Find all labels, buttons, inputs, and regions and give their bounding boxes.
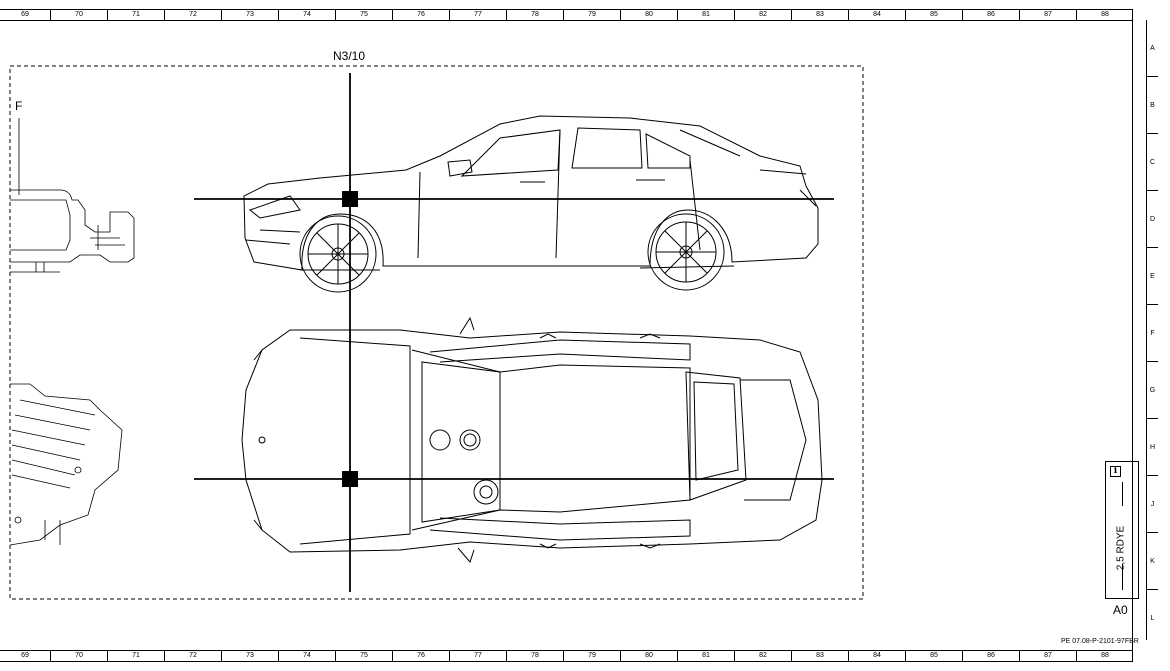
frame-right-edge [1132, 9, 1133, 662]
ruler-column-label: 70 [50, 651, 107, 661]
ruler-column-label: 80 [620, 10, 677, 20]
ruler-column-label: 74 [278, 651, 335, 661]
car-top-view [241, 316, 823, 563]
ruler-row-label: J [1147, 476, 1158, 533]
ruler-column-label: 77 [449, 651, 506, 661]
ruler-row-label: H [1147, 419, 1158, 476]
component-label: N3/10 [333, 49, 366, 63]
location-marker-icon [342, 191, 358, 207]
wire-line-bottom [1122, 564, 1123, 590]
car-side-view [243, 115, 819, 293]
ruler-row-label: A [1147, 20, 1158, 77]
wire-label-container: 2,5 RDYE [1111, 502, 1131, 594]
ruler-column-label: 80 [620, 651, 677, 661]
ruler-row-label: L [1150, 615, 1155, 622]
document-id: PE 07.08-P-2101-97FBR [1061, 638, 1139, 645]
ruler-column-label: 73 [221, 10, 278, 20]
wire-label: 2,5 RDYE [1115, 525, 1127, 571]
ruler-column-label: 87 [1019, 10, 1076, 20]
ruler-column-label: 79 [563, 10, 620, 20]
ruler-column-label: 72 [164, 651, 221, 661]
ruler-column-label: 78 [506, 651, 563, 661]
ruler-row-label: F [1147, 305, 1158, 362]
ruler-column-label: 70 [50, 10, 107, 20]
ruler-column-label: 87 [1019, 651, 1076, 661]
location-marker-icon [342, 471, 358, 487]
ruler-column-label: 75 [335, 651, 392, 661]
ruler-column-label: 72 [164, 10, 221, 20]
ruler-row-label: E [1147, 248, 1158, 305]
drawing-area-frame [9, 65, 864, 600]
ruler-column-label: 83 [791, 651, 848, 661]
ruler-column-label: 75 [335, 10, 392, 20]
ecu-partial-bottom [9, 383, 123, 546]
ruler-column-label: 86 [962, 10, 1019, 20]
ecu-partial-top [10, 118, 135, 273]
ruler-column-label: 83 [791, 10, 848, 20]
ruler-column-label: 82 [734, 651, 791, 661]
ruler-column-label: 81 [677, 10, 734, 20]
ruler-row-label: C [1147, 134, 1158, 191]
ruler-column-label: 84 [848, 10, 905, 20]
ruler-row-label: D [1147, 191, 1158, 248]
wire-line-top [1122, 482, 1123, 506]
ruler-column-label: 88 [1076, 651, 1133, 661]
ruler-column-label: 77 [449, 10, 506, 20]
ruler-row-label: K [1147, 533, 1158, 590]
connector-label: A0 [1113, 603, 1128, 617]
ruler-column-label: 69 [21, 11, 29, 18]
ruler-column-label: 88 [1076, 10, 1133, 20]
ruler-column-label: 85 [905, 651, 962, 661]
location-crosshair [194, 73, 834, 592]
ruler-column-label: 79 [563, 651, 620, 661]
left-reference-label: F [15, 99, 23, 113]
ruler-column-label: 82 [734, 10, 791, 20]
ruler-column-label: 76 [392, 10, 449, 20]
wire-legend-box: i 2,5 RDYE [1105, 461, 1139, 599]
ruler-column-label: 78 [506, 10, 563, 20]
ruler-row-label: G [1147, 362, 1158, 419]
ruler-column-label: 86 [962, 651, 1019, 661]
ruler-column-label: 81 [677, 651, 734, 661]
ruler-column-label: 74 [278, 10, 335, 20]
ruler-column-label: 69 [21, 652, 29, 659]
ruler-column-label: 71 [107, 10, 164, 20]
info-icon[interactable]: i [1110, 466, 1121, 477]
ruler-column-label: 85 [905, 10, 962, 20]
ruler-row-label: B [1147, 77, 1158, 134]
ruler-column-label: 73 [221, 651, 278, 661]
ruler-column-label: 76 [392, 651, 449, 661]
ruler-column-label: 84 [848, 651, 905, 661]
ruler-column-label: 71 [107, 651, 164, 661]
